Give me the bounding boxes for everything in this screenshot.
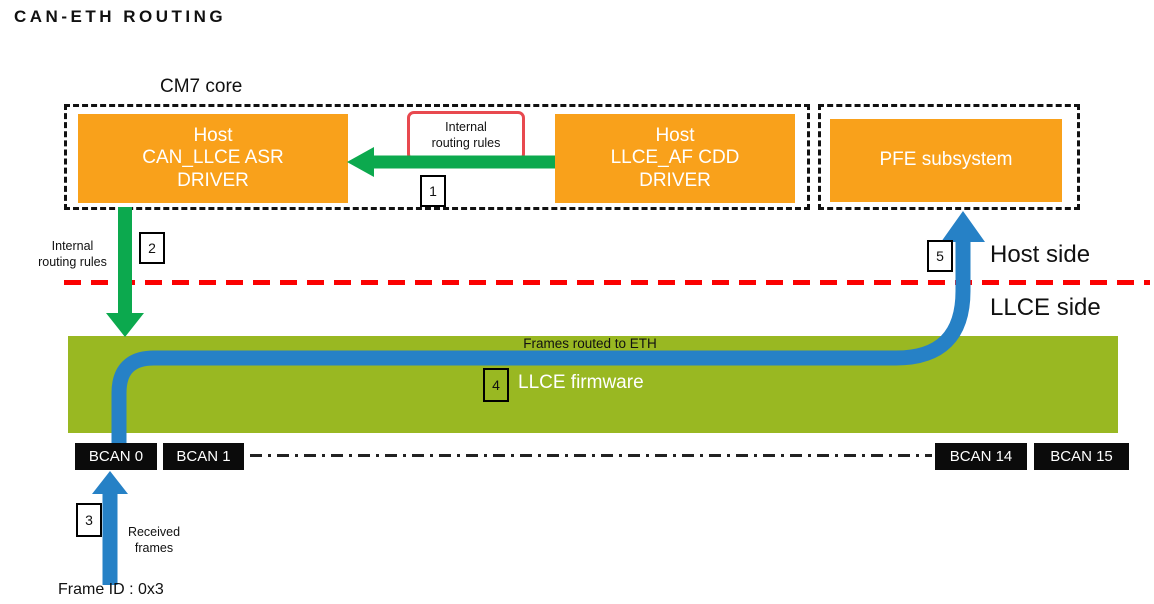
page-title: CAN-ETH ROUTING	[14, 7, 227, 26]
bcan-ellipsis-dashdot-line	[250, 454, 932, 457]
note-line: Internal	[51, 239, 94, 253]
frames-routed-to-eth-label: Frames routed to ETH	[523, 336, 657, 351]
tag-line: routing rules	[431, 136, 501, 150]
host-side-label: Host side	[990, 241, 1091, 268]
arrow-down-head-icon	[106, 313, 144, 337]
box-line: DRIVER	[177, 169, 249, 191]
routing-rules-green-arrow-vertical	[106, 207, 144, 337]
step-marker-5: 5	[927, 240, 953, 272]
step-marker-1: 1	[420, 175, 446, 207]
box-line: CAN_LLCE ASR	[142, 147, 284, 169]
note-line: routing rules	[38, 255, 107, 270]
tag-line: Internal	[445, 120, 487, 135]
box-line: Host	[193, 124, 233, 146]
arrow-up-head-icon	[92, 471, 128, 494]
internal-routing-rules-note: Internal routing rules	[25, 238, 120, 271]
host-llce-divider-line	[64, 280, 1150, 285]
bcan-15-box: BCAN 15	[1034, 443, 1129, 470]
step-marker-2: 2	[139, 232, 165, 264]
arrow-up-head-icon	[941, 211, 985, 242]
box-line: LLCE_AF CDD	[610, 147, 740, 169]
cm7-core-label: CM7 core	[160, 76, 243, 97]
cm7-core-dashed-box	[64, 104, 810, 210]
internal-routing-rules-tag: Internal routing rules	[407, 111, 525, 161]
llce-side-label: LLCE side	[990, 294, 1101, 321]
box-line: Host	[655, 124, 695, 146]
note-line: Received	[127, 525, 181, 539]
bcan-1-box: BCAN 1	[163, 443, 244, 470]
host-llce-af-cdd-driver-box: Host LLCE_AF CDD DRIVER	[555, 114, 795, 203]
bcan-14-box: BCAN 14	[935, 443, 1027, 470]
bcan-0-box: BCAN 0	[75, 443, 157, 470]
step-marker-3: 3	[76, 503, 102, 537]
box-line: PFE subsystem	[879, 149, 1013, 171]
frame-id-label: Frame ID : 0x3	[58, 581, 164, 598]
pfe-subsystem-dashed-box	[818, 104, 1080, 210]
host-can-llce-asr-driver-box: Host CAN_LLCE ASR DRIVER	[78, 114, 348, 203]
note-line: frames	[134, 541, 174, 556]
llce-firmware-label: LLCE firmware	[518, 372, 644, 393]
received-frames-note: Received frames	[114, 524, 194, 557]
box-line: DRIVER	[639, 169, 711, 191]
pfe-subsystem-box: PFE subsystem	[830, 119, 1062, 202]
step-marker-4: 4	[483, 368, 509, 402]
